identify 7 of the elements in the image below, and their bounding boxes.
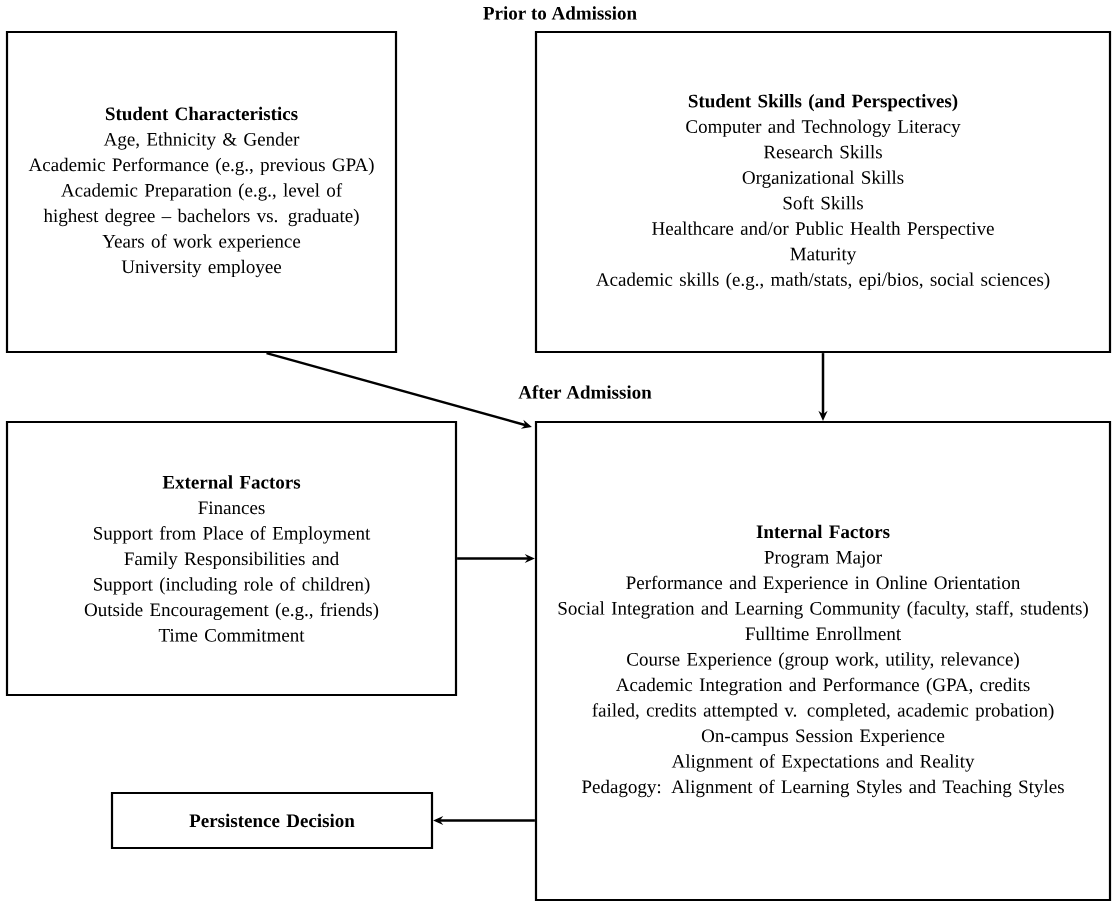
factor-box: Student Characteristics Age, Ethnicity & Gender Academic Performance (e.g., previous GPA) Academic Preparation (e.g., level of highest degree – bachelors vs. graduate) Years of work experience University employee [5,30,398,354]
section-heading: Prior to Admission [483,6,637,20]
factor-box: Student Skills (and Perspectives) Computer and Technology Literacy Research Skills Organizational Skills Soft Skills Healthcare and/or Public Health Perspective Maturity Academic skills (e.g., math/stats, epi/bios, social sciences) [534,30,1112,354]
section-heading: After Admission [518,385,652,399]
factor-box: Internal Factors Program Major Performance and Experience in Online Orientation Social Integration and Learning Community (faculty, staff, students) Fulltime Enrollment Course Experience (group work, utility, relevance) Academic Integration and Performance (GPA, credits failed, credits attempted v. completed, academic probation) On-campus Session Experience Alignment of Expectations and Reality Pedagogy: Alignment of Learning Styles and Teaching Styles [534,420,1112,902]
factor-box: External Factors Finances Support from Place of Employment Family Responsibilities and Support (including role of children) Outside Encouragement (e.g., friends) Time Commitment [5,420,458,697]
outcome-box: Persistence Decision [110,791,434,850]
